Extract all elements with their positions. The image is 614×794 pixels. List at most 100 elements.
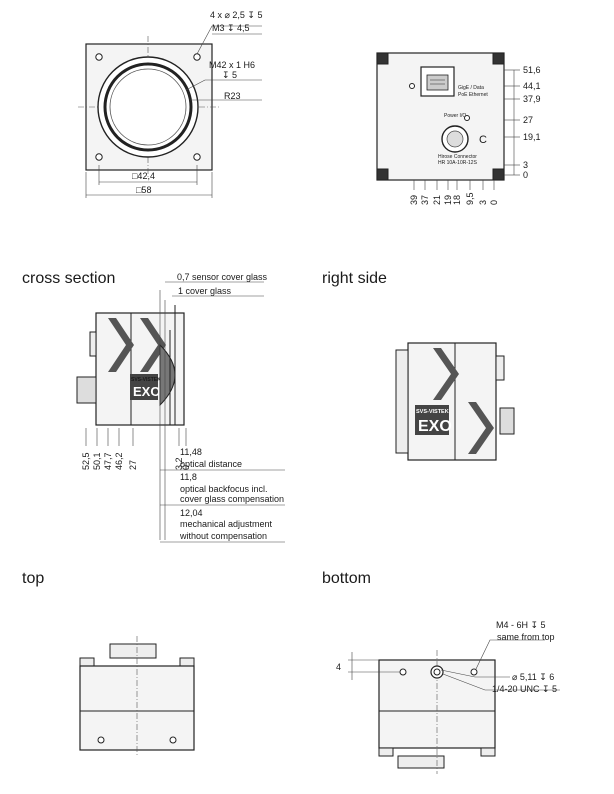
front-screw-hole (193, 153, 201, 161)
right-rear-plate (395, 349, 409, 454)
cross-dim-bottom-label: 27 (128, 460, 138, 470)
back-dim-bottom-label: 37 (420, 195, 430, 205)
cross-chevron (108, 318, 134, 372)
front-dim-outer: □58 (136, 185, 151, 195)
top-tab-right (179, 657, 195, 667)
back-dims-right: 51,6 44,1 37,9 27 19,1 30 (504, 65, 541, 180)
back-corner (376, 168, 389, 181)
cross-logo-vendor: SVS-VISTEK (131, 377, 161, 383)
top-screw-hole (169, 736, 177, 744)
back-dim-right-label: 0 (523, 170, 528, 180)
back-label-rj45-sub: PoE Ethernet (458, 92, 488, 98)
back-dim-right-label: 44,1 (523, 81, 541, 91)
cross-rear-tab (89, 331, 97, 357)
lens-mount-inner (109, 68, 187, 146)
cross-notes: 11,48 optical distance 11,8 optical backfoc… (160, 447, 285, 543)
back-corner (376, 52, 389, 65)
cross-section-view: SVS-VISTEK EXO 0,7 sensor cover glass 1 … (76, 272, 285, 543)
front-callout-holes: 4 x ⌀ 2,5 ↧ 5 (210, 10, 262, 20)
front-view: 4 x ⌀ 2,5 ↧ 5 M3 ↧ 4,5 M42 x 1 H6 ↧ 5 R2… (78, 10, 262, 198)
back-label-hirose-sub: HR 10A-10R-12S (438, 160, 478, 166)
bottom-callout-bore: ⌀ 5,11 ↧ 6 (512, 672, 554, 682)
front-screw-hole (95, 53, 103, 61)
bottom-callout-unc: 1/4-20 UNC ↧ 5 (492, 684, 557, 694)
section-title-right-side: right side (322, 270, 387, 287)
bottom-view: 4 M4 - 6H ↧ 5 same from top ⌀ 5,11 ↧ 6 1… (336, 620, 560, 774)
section-title-bottom: bottom (322, 570, 371, 587)
back-dim-bottom-label: 19 (443, 195, 453, 205)
bottom-tab-right (480, 747, 496, 757)
cross-note: without compensation (179, 531, 267, 541)
right-front-tab (495, 355, 505, 381)
back-dim-bottom-label: 0 (489, 200, 499, 205)
back-dim-bottom-label: 3 (478, 200, 488, 205)
rj45-jack (426, 74, 449, 91)
cross-note: mechanical adjustment (180, 519, 273, 529)
bottom-dim-side: 4 (336, 662, 341, 672)
cross-connector (76, 376, 97, 404)
back-corner (492, 52, 505, 65)
back-dim-right-label: 51,6 (523, 65, 541, 75)
back-dim-right-label: 3 (523, 160, 528, 170)
bottom-connector (397, 755, 445, 769)
cross-note: 11,8 (180, 472, 197, 482)
cross-dim-bottom-label: 50,1 (92, 452, 102, 470)
back-dim-bottom-label: 21 (432, 195, 442, 205)
bottom-tab-left (378, 747, 394, 757)
right-chevron (468, 402, 494, 454)
bottom-screw-hole (470, 668, 478, 676)
cross-chevron (140, 318, 166, 372)
back-label-hirose: Hirose Connector (438, 154, 477, 160)
front-callout-radius: R23 (224, 91, 241, 101)
back-dim-bottom-label: 39 (409, 195, 419, 205)
right-logo-vendor: SVS-VISTEK (416, 409, 449, 415)
front-callout-mount-depth: ↧ 5 (222, 70, 237, 80)
top-screw-hole (97, 736, 105, 744)
led-indicator (409, 83, 415, 89)
cross-logo-plate (130, 374, 158, 400)
cross-note: 12,04 (180, 508, 203, 518)
right-chevron (433, 348, 459, 400)
sync-symbol: C (479, 134, 487, 146)
right-side-view: SVS-VISTEK EXO (395, 342, 515, 461)
right-connector (499, 407, 515, 435)
bottom-tripod-thread (433, 668, 441, 676)
front-screw-hole (193, 53, 201, 61)
top-view (79, 636, 195, 756)
top-connector (109, 643, 157, 659)
led-indicator (464, 115, 470, 121)
rj45-port (420, 66, 455, 97)
cross-dim-bottom-label: 0 (181, 465, 191, 470)
section-title-cross-section: cross section (22, 270, 115, 287)
cross-dim-bottom-label: 3,2 (174, 457, 184, 470)
cross-dim-bottom-label: 52,5 (81, 452, 91, 470)
front-dim-inner: □42,4 (132, 171, 155, 181)
back-dim-right-label: 37,9 (523, 94, 541, 104)
cross-logo-model: EXO (133, 384, 160, 399)
cross-callout-sensor-glass: 0,7 sensor cover glass (177, 272, 268, 282)
back-dim-right-label: 27 (523, 115, 533, 125)
back-dim-right-label: 19,1 (523, 132, 541, 142)
back-label-rj45: GigE / Data (458, 85, 484, 91)
cross-note: optical backfocus incl. (180, 484, 268, 494)
back-dim-bottom-label: 18 (452, 195, 462, 205)
front-callout-m3: M3 ↧ 4,5 (212, 23, 250, 33)
bottom-callout-same: same from top (497, 632, 555, 642)
right-logo-plate (415, 405, 449, 435)
cross-dim-bottom-label: 46,2 (114, 452, 124, 470)
section-title-top: top (22, 570, 44, 587)
lens-mount-ring (103, 62, 193, 152)
front-callout-mount: M42 x 1 H6 (209, 60, 255, 70)
hirose-pins (446, 130, 464, 148)
cross-note: optical distance (180, 459, 242, 469)
right-logo-model: EXO (418, 418, 452, 435)
cross-callout-cover-glass: 1 cover glass (178, 286, 232, 296)
cross-note: 11,48 (180, 447, 202, 457)
top-tab-left (79, 657, 95, 667)
back-dim-bottom-label: 9,5 (465, 192, 475, 205)
bottom-callout-m4: M4 - 6H ↧ 5 (496, 620, 546, 630)
back-view: C GigE / Data PoE Ethernet Power I/O Hir… (376, 52, 541, 205)
